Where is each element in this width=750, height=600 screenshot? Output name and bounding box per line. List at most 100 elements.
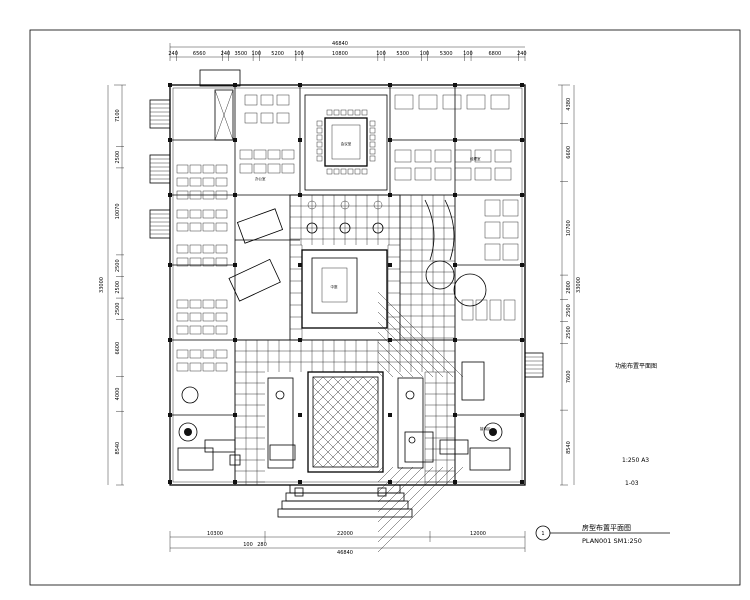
desk-icon (267, 149, 281, 160)
lounge-bottom-left (177, 386, 241, 471)
desk-icon (394, 149, 412, 163)
chair-icon (316, 120, 323, 127)
desk-icon (215, 349, 228, 359)
central-courtyard: 中庭 (289, 194, 401, 341)
drawing-title-cn: 房型布置平面图 (582, 523, 631, 532)
left-planter (267, 377, 294, 469)
desk-icon (176, 325, 189, 335)
desk-icon (267, 163, 281, 174)
top-seg-dim: 100 (463, 51, 473, 57)
left-dimension-chain: 33000 7100250010070250025002500660040008… (99, 84, 126, 486)
left-seg-dim: 8540 (115, 442, 121, 455)
chair-icon (316, 148, 323, 155)
chair-icon (316, 155, 323, 162)
right-seg-dim: 7600 (566, 370, 572, 383)
desk-icon (215, 222, 228, 232)
desk-icon (244, 94, 258, 106)
conference-room: 会议室 (304, 94, 388, 191)
column-icon (453, 338, 457, 342)
round-lounge-2 (453, 273, 487, 307)
desk-icon (202, 257, 215, 267)
chair-icon (354, 109, 361, 116)
scale-note: 1:250 A3 (622, 457, 649, 464)
top-seg-dim: 6560 (193, 51, 206, 57)
desk-icon (276, 94, 290, 106)
drawing-title-en: PLAN001 SM1:250 (582, 537, 642, 545)
right-seg-dim: 2800 (566, 281, 572, 294)
desk-icon (434, 149, 452, 163)
column-icon (168, 138, 172, 142)
column-icon (298, 83, 302, 87)
chair-icon (340, 109, 347, 116)
bottom-seg-1: 10300 (207, 531, 223, 537)
desk-icon (215, 244, 228, 254)
column-icon (388, 263, 392, 267)
sheet-number: 1-03 (625, 480, 639, 487)
right-seg-dim: 8540 (566, 441, 572, 454)
column-icon (168, 480, 172, 484)
desk-icon (215, 312, 228, 322)
desk-icon (189, 299, 202, 309)
desk-icon (466, 94, 486, 110)
column-icon (453, 83, 457, 87)
desk-icon (474, 149, 492, 163)
right-seg-dim: 4380 (566, 98, 572, 111)
lower-hall (234, 291, 464, 553)
courtyard-inner (311, 257, 358, 314)
column-icon (168, 193, 172, 197)
column-icon (388, 83, 392, 87)
top-seg-dim: 100 (376, 51, 386, 57)
desk-icon (176, 177, 189, 187)
chair-icon (361, 168, 368, 175)
left-seg-dim: 10070 (115, 203, 121, 219)
bottom-seg-3: 12000 (470, 531, 486, 537)
bottom-sub-1: 100 (243, 542, 253, 548)
top-seg-dim: 240 (517, 51, 527, 57)
chair-icon (369, 141, 376, 148)
left-seg-dim: 2500 (115, 151, 121, 164)
column-icon (298, 138, 302, 142)
column-icon (168, 413, 172, 417)
bottom-seg-2: 22000 (337, 531, 353, 537)
right-office-wing: 经理室 (394, 94, 519, 401)
meeting-table-1 (236, 208, 284, 244)
left-seg-dim: 2500 (115, 303, 121, 316)
column-icon (298, 338, 302, 342)
column-icon (233, 83, 237, 87)
desk-icon (202, 177, 215, 187)
desk-icon (215, 362, 228, 372)
left-total-dim: 33000 (99, 277, 105, 293)
desk-icon (239, 149, 253, 160)
top-seg-dim: 3500 (234, 51, 247, 57)
lounge-center-left (269, 431, 434, 463)
desk-icon (490, 94, 510, 110)
desk-icon (239, 163, 253, 174)
side-title: 功能布置平面图 (615, 362, 657, 370)
building-outline (149, 69, 544, 486)
column-icon (233, 263, 237, 267)
column-icon (233, 193, 237, 197)
bottom-total-dim: 46840 (337, 550, 353, 556)
desk-icon (189, 312, 202, 322)
courtyard-planter (301, 249, 388, 329)
column-icon (520, 83, 524, 87)
desk-icon (215, 299, 228, 309)
desk-icon (484, 199, 501, 217)
desk-icon (260, 94, 274, 106)
left-seg-dim: 2500 (115, 281, 121, 294)
desk-icon (474, 167, 492, 181)
column-icon (520, 193, 524, 197)
desk-icon (502, 199, 519, 217)
tree-icon (372, 222, 384, 234)
desk-icon (434, 167, 452, 181)
desk-icon (494, 167, 512, 181)
chair-icon (333, 168, 340, 175)
meeting-table-2 (228, 258, 281, 302)
right-seg-dim: 6600 (566, 146, 572, 159)
desk-icon (418, 94, 438, 110)
desk-icon (176, 222, 189, 232)
desk-icon (215, 177, 228, 187)
tree-icon (339, 222, 351, 234)
lounge-label: 接待区 (480, 426, 491, 431)
